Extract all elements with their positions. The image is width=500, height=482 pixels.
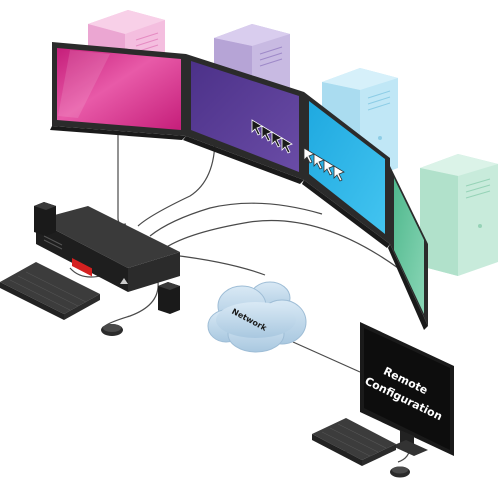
remote-monitor: [360, 322, 454, 456]
keyboard: [0, 262, 100, 320]
mouse: [101, 324, 123, 336]
monitor-magenta: [50, 42, 186, 140]
kvm-logo-icon: [120, 278, 128, 284]
monitor-green: [388, 166, 428, 330]
cursor-trail-icon: [303, 147, 345, 182]
speaker-left: [34, 202, 56, 236]
remote-keyboard: [312, 418, 396, 466]
monitor-cyan: [302, 92, 390, 248]
monitor-purple: [183, 54, 304, 184]
speaker-right: [158, 282, 180, 314]
kvm-switch: [36, 206, 180, 292]
tower-pc-mint: [420, 154, 498, 276]
remote-mouse: [390, 466, 410, 478]
kvm-display-led: [72, 258, 92, 277]
network-cloud: [207, 281, 307, 353]
cursor-trail-icon: [251, 119, 293, 154]
